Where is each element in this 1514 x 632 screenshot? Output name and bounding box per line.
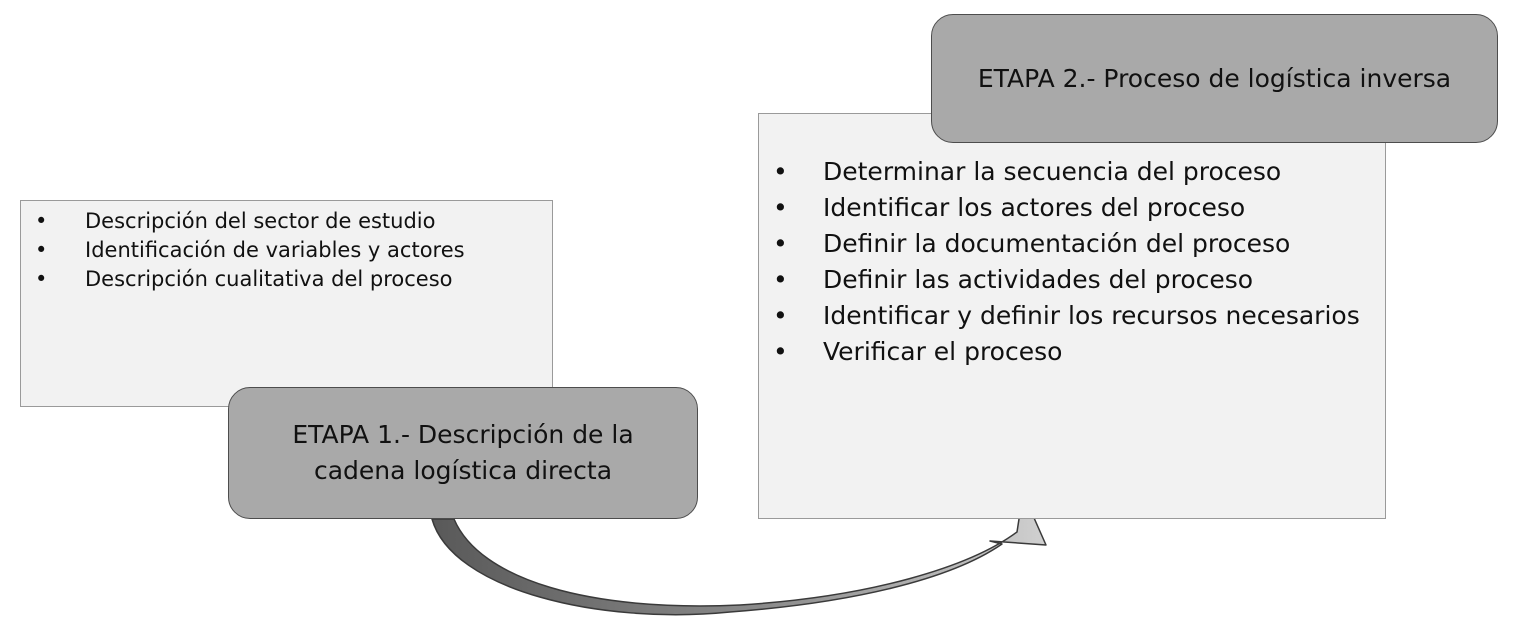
stage1-title: ETAPA 1.- Descripción de la cadena logís… bbox=[292, 420, 634, 485]
stage1-task-item: Identificación de variables y actores bbox=[21, 236, 544, 265]
stage2-task-item: Identificar los actores del proceso bbox=[759, 190, 1377, 226]
stage2-task-item: Determinar la secuencia del proceso bbox=[759, 154, 1377, 190]
stage1-title-box: ETAPA 1.- Descripción de la cadena logís… bbox=[228, 387, 698, 519]
stage2-task-item: Definir la documentación del proceso bbox=[759, 226, 1377, 262]
stage2-task-list: Determinar la secuencia del proceso Iden… bbox=[759, 154, 1377, 370]
stage2-title: ETAPA 2.- Proceso de logística inversa bbox=[977, 63, 1452, 93]
stage2-task-item: Identificar y definir los recursos neces… bbox=[759, 298, 1377, 334]
stage2-task-item: Definir las actividades del proceso bbox=[759, 262, 1377, 298]
stage2-title-box: ETAPA 2.- Proceso de logística inversa bbox=[931, 14, 1498, 143]
stage1-details-panel: Descripción del sector de estudio Identi… bbox=[20, 200, 553, 407]
stage1-task-list: Descripción del sector de estudio Identi… bbox=[21, 207, 544, 294]
stage1-task-item: Descripción cualitativa del proceso bbox=[21, 265, 544, 294]
stage2-task-item: Verificar el proceso bbox=[759, 334, 1377, 370]
stage2-details-panel: Determinar la secuencia del proceso Iden… bbox=[758, 113, 1386, 519]
stage1-task-item: Descripción del sector de estudio bbox=[21, 207, 544, 236]
